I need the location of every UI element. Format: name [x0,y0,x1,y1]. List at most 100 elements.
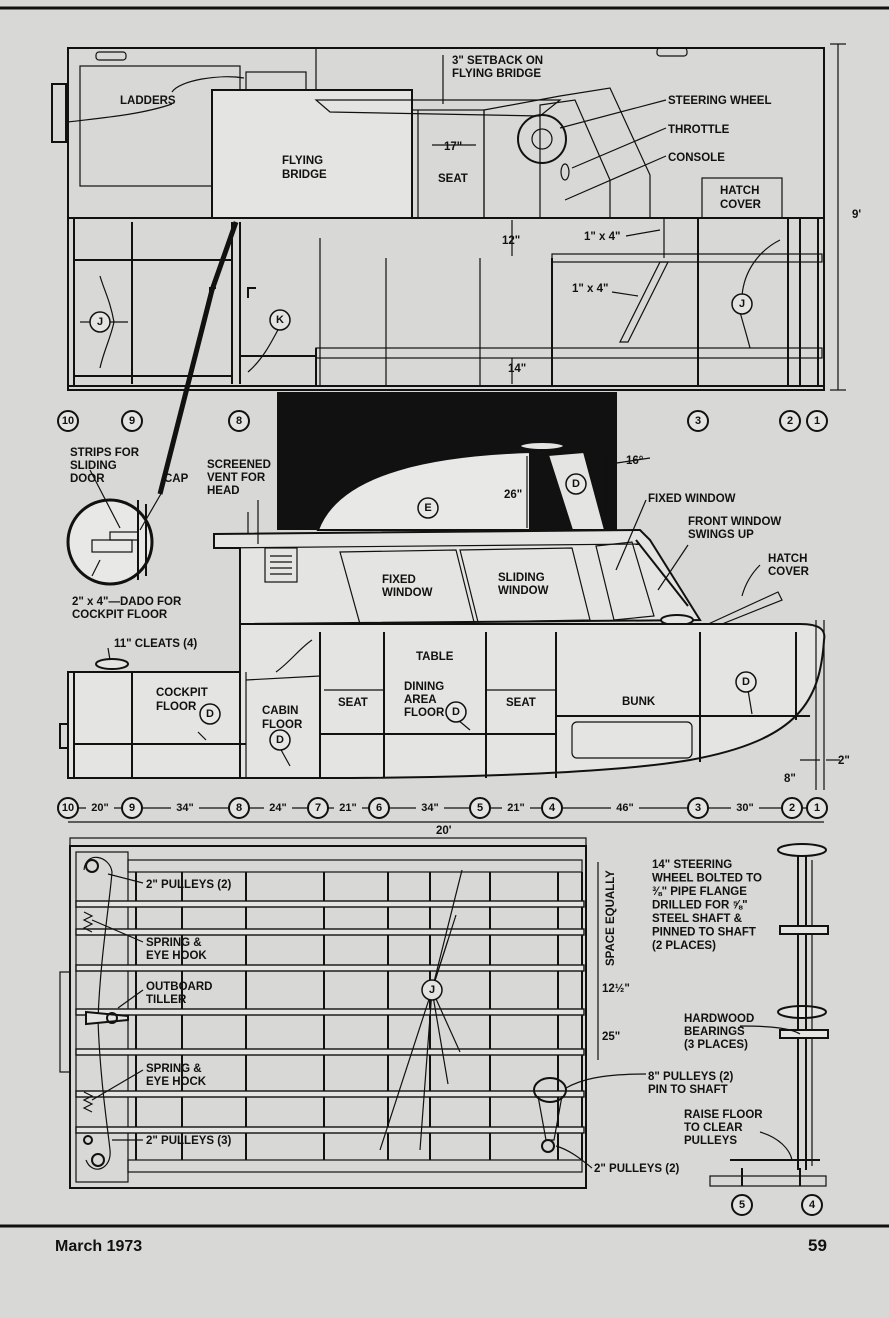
floor-grid [75,872,585,1160]
cabin-floor-label-2: FLOOR [262,719,303,731]
svg-text:LADDERS: LADDERS [120,95,176,107]
station-number: 4 [549,802,556,814]
table-label: TABLE [416,651,454,663]
hatch-cover-side-label: HATCH [768,553,807,565]
pulleys-bottom-label: 2" PULLEYS (3) [146,1135,231,1147]
svg-text:SEAT: SEAT [338,697,368,709]
svg-text:VENT FOR: VENT FOR [207,472,266,484]
flying-bridge-label: FLYING [282,155,323,167]
svg-text:CAP: CAP [164,473,189,485]
station-number: 5 [739,1199,745,1211]
dim-25-label: 25" [602,1031,620,1043]
steering-note-line: ⅜" PIPE FLANGE [652,886,747,898]
steering-note-line: PINNED TO SHAFT [652,927,756,939]
steering-note-line: 14" STEERING [652,859,732,871]
d-marker: D [206,708,214,720]
pulley-8-icon [533,1077,567,1103]
vent-label-3: HEAD [207,485,240,497]
svg-text:J: J [739,298,745,310]
seat-right-label: SEAT [506,697,536,709]
svg-text:FIXED WINDOW: FIXED WINDOW [648,493,736,505]
svg-text:SPRING &: SPRING & [146,1063,202,1075]
front-window-label: FRONT WINDOW [688,516,781,528]
svg-text:11" CLEATS (4): 11" CLEATS (4) [114,638,197,650]
station-number: 3 [695,802,701,814]
dim-26-label: 26" [504,489,522,501]
j-marker-left: J [97,316,103,328]
svg-text:SPRING &: SPRING & [146,937,202,949]
station-circle [687,797,709,819]
dining-label-3: FLOOR [404,707,445,719]
svg-text:16°: 16° [626,455,644,467]
hull-outline [67,623,826,779]
pulleys-8-label: 8" PULLEYS (2) [648,1071,733,1083]
pulleys-8-label-2: PIN TO SHAFT [648,1084,728,1096]
raise-floor-label: RAISE FLOOR [684,1109,763,1121]
svg-text:1" x 4": 1" x 4" [572,283,608,295]
svg-text:EYE HOCK: EYE HOCK [146,1076,207,1088]
svg-text:HATCH: HATCH [768,553,807,565]
svg-text:1" x 4": 1" x 4" [584,231,620,243]
svg-text:BRIDGE: BRIDGE [282,169,327,181]
svg-text:COVER: COVER [720,199,762,211]
svg-text:14": 14" [508,363,526,375]
svg-text:12½": 12½" [602,983,630,995]
svg-text:2" PULLEYS (3): 2" PULLEYS (3) [146,1135,231,1147]
svg-text:PIN TO SHAFT: PIN TO SHAFT [648,1084,728,1096]
fixed-window-label-2: WINDOW [382,587,433,599]
side-dim-label: 34" [176,802,193,814]
svg-text:FLYING BRIDGE: FLYING BRIDGE [452,68,541,80]
svg-text:DOOR: DOOR [70,473,105,485]
side-dim-label: 20" [91,802,108,814]
side-dim-label: 24" [269,802,286,814]
vent-label-2: VENT FOR [207,472,266,484]
setback-label-2: FLYING BRIDGE [452,68,541,80]
footer-date: March 1973 [55,1238,143,1255]
front-window-pane [595,541,655,621]
steering-note-line: WHEEL BOLTED TO [652,873,762,885]
station-circle [687,410,709,432]
station-number: 2 [789,802,795,814]
hatch-cover-side [702,591,783,629]
dim-16deg-label: 16° [626,455,644,467]
svg-text:COVER: COVER [768,566,810,578]
pulleys-2r-label: 2" PULLEYS (2) [594,1163,679,1175]
spring2-label-2: EYE HOCK [146,1076,207,1088]
svg-text:SEAT: SEAT [438,173,468,185]
cockpit-floor-label: COCKPIT [156,687,208,699]
svg-text:9': 9' [852,209,861,221]
floor-stringer [315,347,823,359]
fixed-window-label: FIXED [382,574,416,586]
svg-text:AREA: AREA [404,694,437,706]
svg-text:8": 8" [784,773,796,785]
svg-text:HEAD: HEAD [207,485,240,497]
pulley-top-icon [85,859,99,873]
seat-left-label: SEAT [338,697,368,709]
svg-text:12": 12" [502,235,520,247]
overall-length-label: 20' [436,825,452,837]
station-number: 1 [814,802,820,814]
station-circle [541,797,563,819]
floor-slat [75,1008,585,1016]
svg-text:J: J [429,984,435,996]
steering-note-line: STEEL SHAFT & [652,913,742,925]
d-marker-circle [445,701,467,723]
cabin-floor-label: CABIN [262,705,298,717]
spring-bottom-icon [82,1091,94,1113]
steering-wheel-detail [777,843,827,857]
lumber-2-label: 1" x 4" [572,283,608,295]
bridge-seat [411,109,485,219]
hardwood-label-3: (3 PLACES) [684,1039,748,1051]
d-marker-circle [565,473,587,495]
station-number: 8 [236,415,242,427]
svg-text:DINING: DINING [404,681,444,693]
svg-text:EYE HOOK: EYE HOOK [146,950,207,962]
svg-text:FLYING: FLYING [282,155,323,167]
hatch-cover-top-label: HATCH [720,185,759,197]
station-circle [781,797,803,819]
flying-bridge-dome [316,450,531,531]
space-equally-label: SPACE EQUALLY [605,870,617,966]
svg-text:FLOOR: FLOOR [404,707,445,719]
strips-label-3: DOOR [70,473,105,485]
bunk-label: BUNK [622,696,656,708]
